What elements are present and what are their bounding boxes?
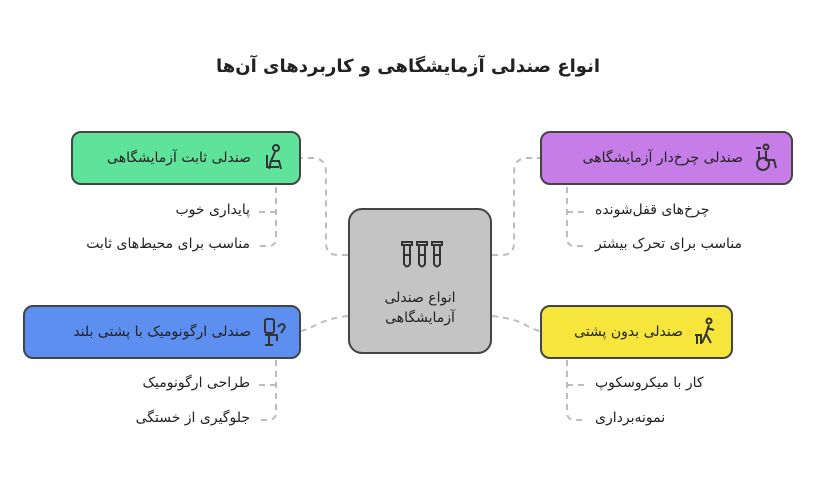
node-ergonomic-label: صندلی ارگونومیک با پشتی بلند [73, 324, 251, 340]
diagram-title: انواع صندلی آزمایشگاهی و کاربردهای آن‌ها [215, 56, 601, 77]
center-label-line1: انواع صندلی [384, 290, 456, 306]
test-tubes-icon [350, 240, 490, 270]
node-fixed-label: صندلی ثابت آزمایشگاهی [107, 150, 251, 166]
center-node: انواع صندلی آزمایشگاهی [348, 208, 492, 354]
wheeled-bullet-2: مناسب برای تحرک بیشتر [595, 236, 743, 252]
wheeled-bullet-1: چرخ‌های قفل‌شونده [595, 202, 710, 218]
node-backless-chair: صندلی بدون پشتی [540, 305, 733, 359]
ergonomic-chair-icon [259, 317, 289, 347]
node-backless-label: صندلی بدون پشتی [574, 324, 683, 340]
center-label-line2: آزمایشگاهی [385, 310, 455, 326]
fixed-bullet-1: پایداری خوب [175, 202, 250, 218]
center-label: انواع صندلی آزمایشگاهی [350, 288, 490, 328]
backless-bullet-1: کار با میکروسکوپ [595, 375, 704, 391]
backless-bullet-2: نمونه‌برداری [595, 410, 666, 426]
node-fixed-chair: صندلی ثابت آزمایشگاهی [71, 131, 301, 185]
node-wheeled-chair: صندلی چرخ‌دار آزمایشگاهی [540, 131, 793, 185]
seated-person-icon [259, 143, 289, 173]
node-ergonomic-chair: صندلی ارگونومیک با پشتی بلند [23, 305, 301, 359]
ergonomic-bullet-1: طراحی ارگونومیک [142, 375, 250, 391]
person-stool-icon [691, 317, 721, 347]
wheelchair-icon [751, 143, 781, 173]
fixed-bullet-2: مناسب برای محیط‌های ثابت [86, 236, 250, 252]
node-wheeled-label: صندلی چرخ‌دار آزمایشگاهی [582, 150, 743, 166]
ergonomic-bullet-2: جلوگیری از خستگی [135, 410, 250, 426]
